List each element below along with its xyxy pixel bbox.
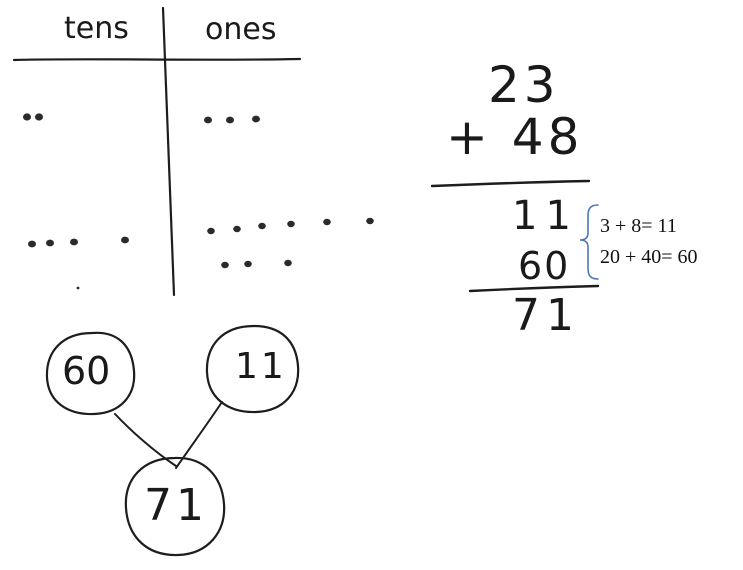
final-sum: 71 xyxy=(512,290,580,341)
bond-circle-whole xyxy=(124,456,226,557)
row-1-ones-dots xyxy=(204,115,260,124)
ones-dot xyxy=(221,261,229,269)
ones-dot xyxy=(244,260,252,268)
ones-dot xyxy=(258,222,266,230)
ones-dot xyxy=(323,218,331,226)
bond-line-left xyxy=(114,413,177,467)
ones-dot xyxy=(233,225,241,233)
bond-line-right xyxy=(175,401,223,469)
addend-2: + 48 xyxy=(446,108,584,166)
partial-sum-ones: 11 xyxy=(512,193,579,239)
bond-left-value: 60 xyxy=(62,349,111,393)
ones-dot xyxy=(204,116,212,124)
tens-dot xyxy=(121,236,129,244)
row-1-tens-dots xyxy=(23,113,43,121)
chart-vertical-line xyxy=(161,6,176,297)
partial-sum-tens: 60 xyxy=(518,244,571,288)
bond-circle-right xyxy=(205,324,300,414)
row-2-ones-dots xyxy=(207,217,374,269)
tens-equation: 20 + 40= 60 xyxy=(600,246,698,268)
ones-equation: 3 + 8= 11 xyxy=(600,215,677,237)
bond-whole-value: 71 xyxy=(144,480,208,531)
tens-dot xyxy=(23,113,31,121)
tens-header: tens xyxy=(64,11,129,46)
ones-dot xyxy=(284,259,292,267)
ones-dot xyxy=(226,116,234,124)
ones-dot xyxy=(207,227,215,235)
bond-circle-left xyxy=(45,331,136,416)
bond-right-value: 11 xyxy=(235,346,287,387)
tens-dot xyxy=(46,239,54,247)
chart-horizontal-line xyxy=(12,57,302,62)
ones-dot xyxy=(287,220,295,228)
bracket-icon xyxy=(579,204,599,280)
partial-sum-line xyxy=(468,284,600,293)
row-2-tens-dots xyxy=(28,236,129,290)
tens-dot xyxy=(28,240,36,248)
tens-dot xyxy=(35,113,43,121)
ones-header: ones xyxy=(205,12,277,47)
stray-mark xyxy=(76,286,80,290)
tens-dot xyxy=(70,238,78,246)
ones-dot xyxy=(252,115,260,123)
addition-sum-line xyxy=(430,179,591,188)
ones-dot xyxy=(366,217,374,225)
addend-1: 23 xyxy=(488,56,560,114)
